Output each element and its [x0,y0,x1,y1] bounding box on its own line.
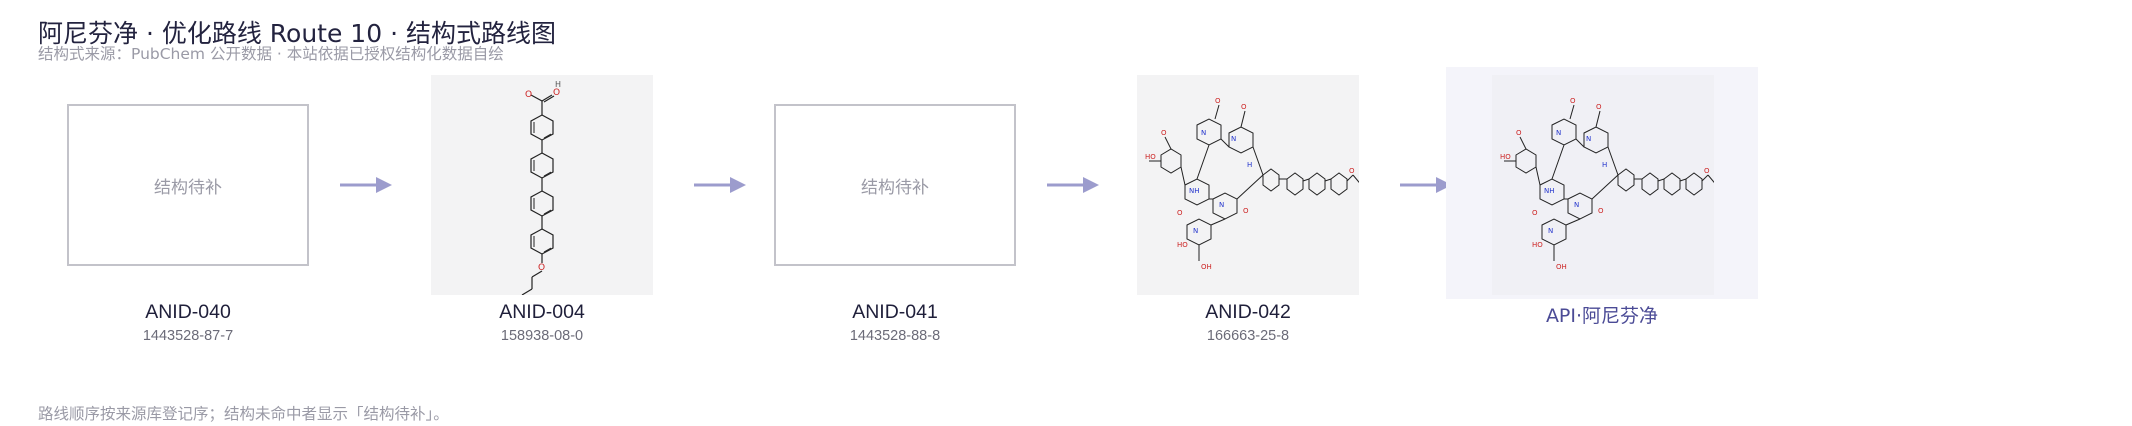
svg-text:O: O [525,90,532,100]
svg-text:O: O [1161,129,1167,137]
molecule-anid-042-icon: HO O O O N N NH N N HO OH H O O O [1145,97,1394,271]
svg-text:N: N [1574,201,1579,209]
svg-text:HO: HO [1145,153,1156,161]
svg-text:NH: NH [1544,187,1555,195]
structure-placeholder-anid-041: 结构待补 [774,104,1016,266]
svg-text:O: O [1243,207,1249,215]
step-cas-anid-040: 1443528-87-7 [142,328,234,344]
svg-text:O: O [1349,167,1355,175]
page-subtitle: 结构式来源：PubChem 公开数据 · 本站依据已授权结构化数据自绘 [38,45,504,63]
step-cas-anid-041: 1443528-88-8 [849,328,941,344]
svg-text:N: N [1586,135,1591,143]
svg-text:O: O [1241,103,1247,111]
svg-text:N: N [1193,227,1198,235]
svg-text:H: H [555,80,561,89]
structure-anid-004: O O H O [431,75,653,296]
structure-placeholder-anid-040: 结构待补 [67,104,309,266]
svg-text:N: N [1548,227,1553,235]
page-title: 阿尼芬净 · 优化路线 Route 10 · 结构式路线图 [38,19,556,48]
structure-api: HO O O O N N NH N N HO OH H O O O [1492,75,1749,295]
step-name-anid-004: ANID-004 [499,301,585,323]
svg-text:N: N [1219,201,1224,209]
step-cas-anid-042: 166663-25-8 [1206,328,1290,344]
svg-text:H: H [1602,161,1607,169]
step-cas-anid-004: 158938-08-0 [500,328,584,344]
svg-text:O: O [1177,209,1183,217]
svg-text:HO: HO [1500,153,1511,161]
svg-text:N: N [1231,135,1236,143]
arrow-icon [340,177,392,193]
svg-text:O: O [1516,129,1522,137]
step-name-anid-042: ANID-042 [1205,301,1291,323]
arrow-icon [1047,177,1099,193]
svg-text:OH: OH [1201,263,1212,271]
svg-text:O: O [1596,103,1602,111]
placeholder-label: 结构待补 [154,177,222,198]
svg-text:N: N [1556,129,1561,137]
svg-text:O: O [1598,207,1604,215]
svg-text:N: N [1201,129,1206,137]
svg-text:H: H [1247,161,1252,169]
svg-text:O: O [1704,167,1710,175]
svg-text:O: O [1532,209,1538,217]
svg-text:NH: NH [1189,187,1200,195]
arrow-icon [1400,177,1452,193]
svg-text:O: O [1570,97,1576,105]
arrow-icon [694,177,746,193]
svg-text:OH: OH [1556,263,1567,271]
svg-text:O: O [1215,97,1221,105]
svg-text:O: O [538,263,545,273]
footer-note: 路线顺序按来源库登记序；结构未命中者显示「结构待补」。 [38,405,449,423]
svg-text:O: O [553,88,560,98]
step-name-anid-040: ANID-040 [145,301,231,323]
svg-text:HO: HO [1177,241,1188,249]
structure-anid-042: HO O O O N N NH N N HO OH H O O O [1137,75,1394,295]
molecule-anid-004-icon: O O H O [521,80,561,296]
svg-text:HO: HO [1532,241,1543,249]
placeholder-label: 结构待补 [861,177,929,198]
step-name-anid-041: ANID-041 [852,301,938,323]
molecule-api-icon: HO O O O N N NH N N HO OH H O O O [1500,97,1749,271]
step-name-api: API·阿尼芬净 [1545,305,1659,327]
